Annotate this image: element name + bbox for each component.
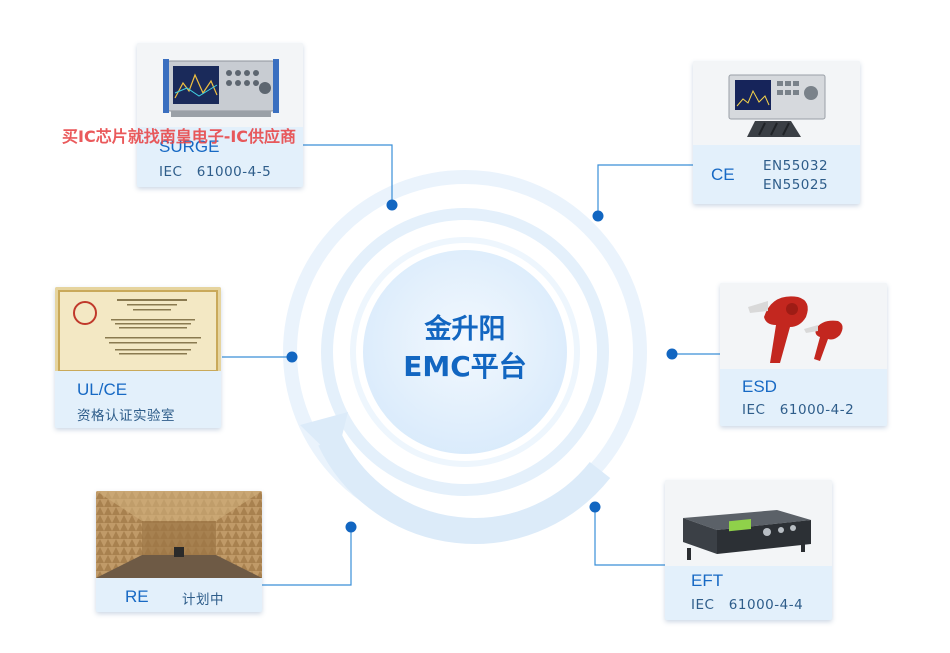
ul-certificate-image — [55, 287, 221, 371]
ulce-description: 资格认证实验室 — [77, 408, 175, 424]
middle-ring — [321, 208, 609, 496]
platform-title-line1: 金升阳 — [424, 314, 506, 345]
anechoic-chamber-image — [96, 491, 262, 578]
connector-dot-re — [345, 521, 357, 533]
ce-analyzer-image — [693, 61, 860, 145]
connector-dot-ulce — [286, 351, 298, 363]
node-re: RE 计划中 — [96, 491, 262, 612]
connector-eft — [594, 507, 665, 566]
platform-title-line2: EMC平台 — [403, 350, 527, 383]
ce-standard-2: EN55025 — [763, 177, 829, 193]
connector-dot-eft — [589, 501, 601, 513]
node-surge: SURGE IEC 61000-4-5 — [137, 43, 303, 187]
platform-title: 金升阳 EMC平台 — [365, 312, 565, 386]
connector-dot-ce — [592, 210, 604, 222]
cycle-arrow — [318, 434, 611, 544]
eft-title: EFT — [691, 571, 724, 590]
ce-standard-1: EN55032 — [763, 158, 829, 174]
node-esd: ESD IEC 61000-4-2 — [720, 283, 887, 426]
connector-ce — [597, 164, 693, 216]
esd-standard: IEC 61000-4-2 — [742, 402, 855, 418]
connector-surge — [300, 144, 393, 205]
re-title: RE — [125, 587, 149, 606]
node-ce: CE EN55032 EN55025 — [693, 61, 860, 204]
ulce-title: UL/CE — [77, 380, 128, 399]
connector-dot-esd — [666, 348, 678, 360]
connector-dot-surge — [386, 199, 398, 211]
core-circle — [363, 250, 567, 454]
cycle-arrow-head — [300, 412, 348, 460]
surge-tester-image — [137, 43, 303, 127]
node-eft: EFT IEC 61000-4-4 — [665, 480, 832, 620]
node-ulce: UL/CE 资格认证实验室 — [55, 287, 221, 428]
connector-re — [262, 527, 352, 586]
watermark-text: 买IC芯片就找南皇电子-IC供应商 — [62, 127, 297, 146]
esd-title: ESD — [742, 377, 777, 396]
surge-standard: IEC 61000-4-5 — [159, 164, 272, 180]
ce-title: CE — [711, 165, 735, 184]
eft-standard: IEC 61000-4-4 — [691, 597, 804, 613]
eft-generator-image — [665, 480, 832, 566]
surge-title: SURGE — [159, 137, 220, 156]
re-status: 计划中 — [182, 592, 224, 608]
esd-gun-image — [720, 283, 887, 369]
